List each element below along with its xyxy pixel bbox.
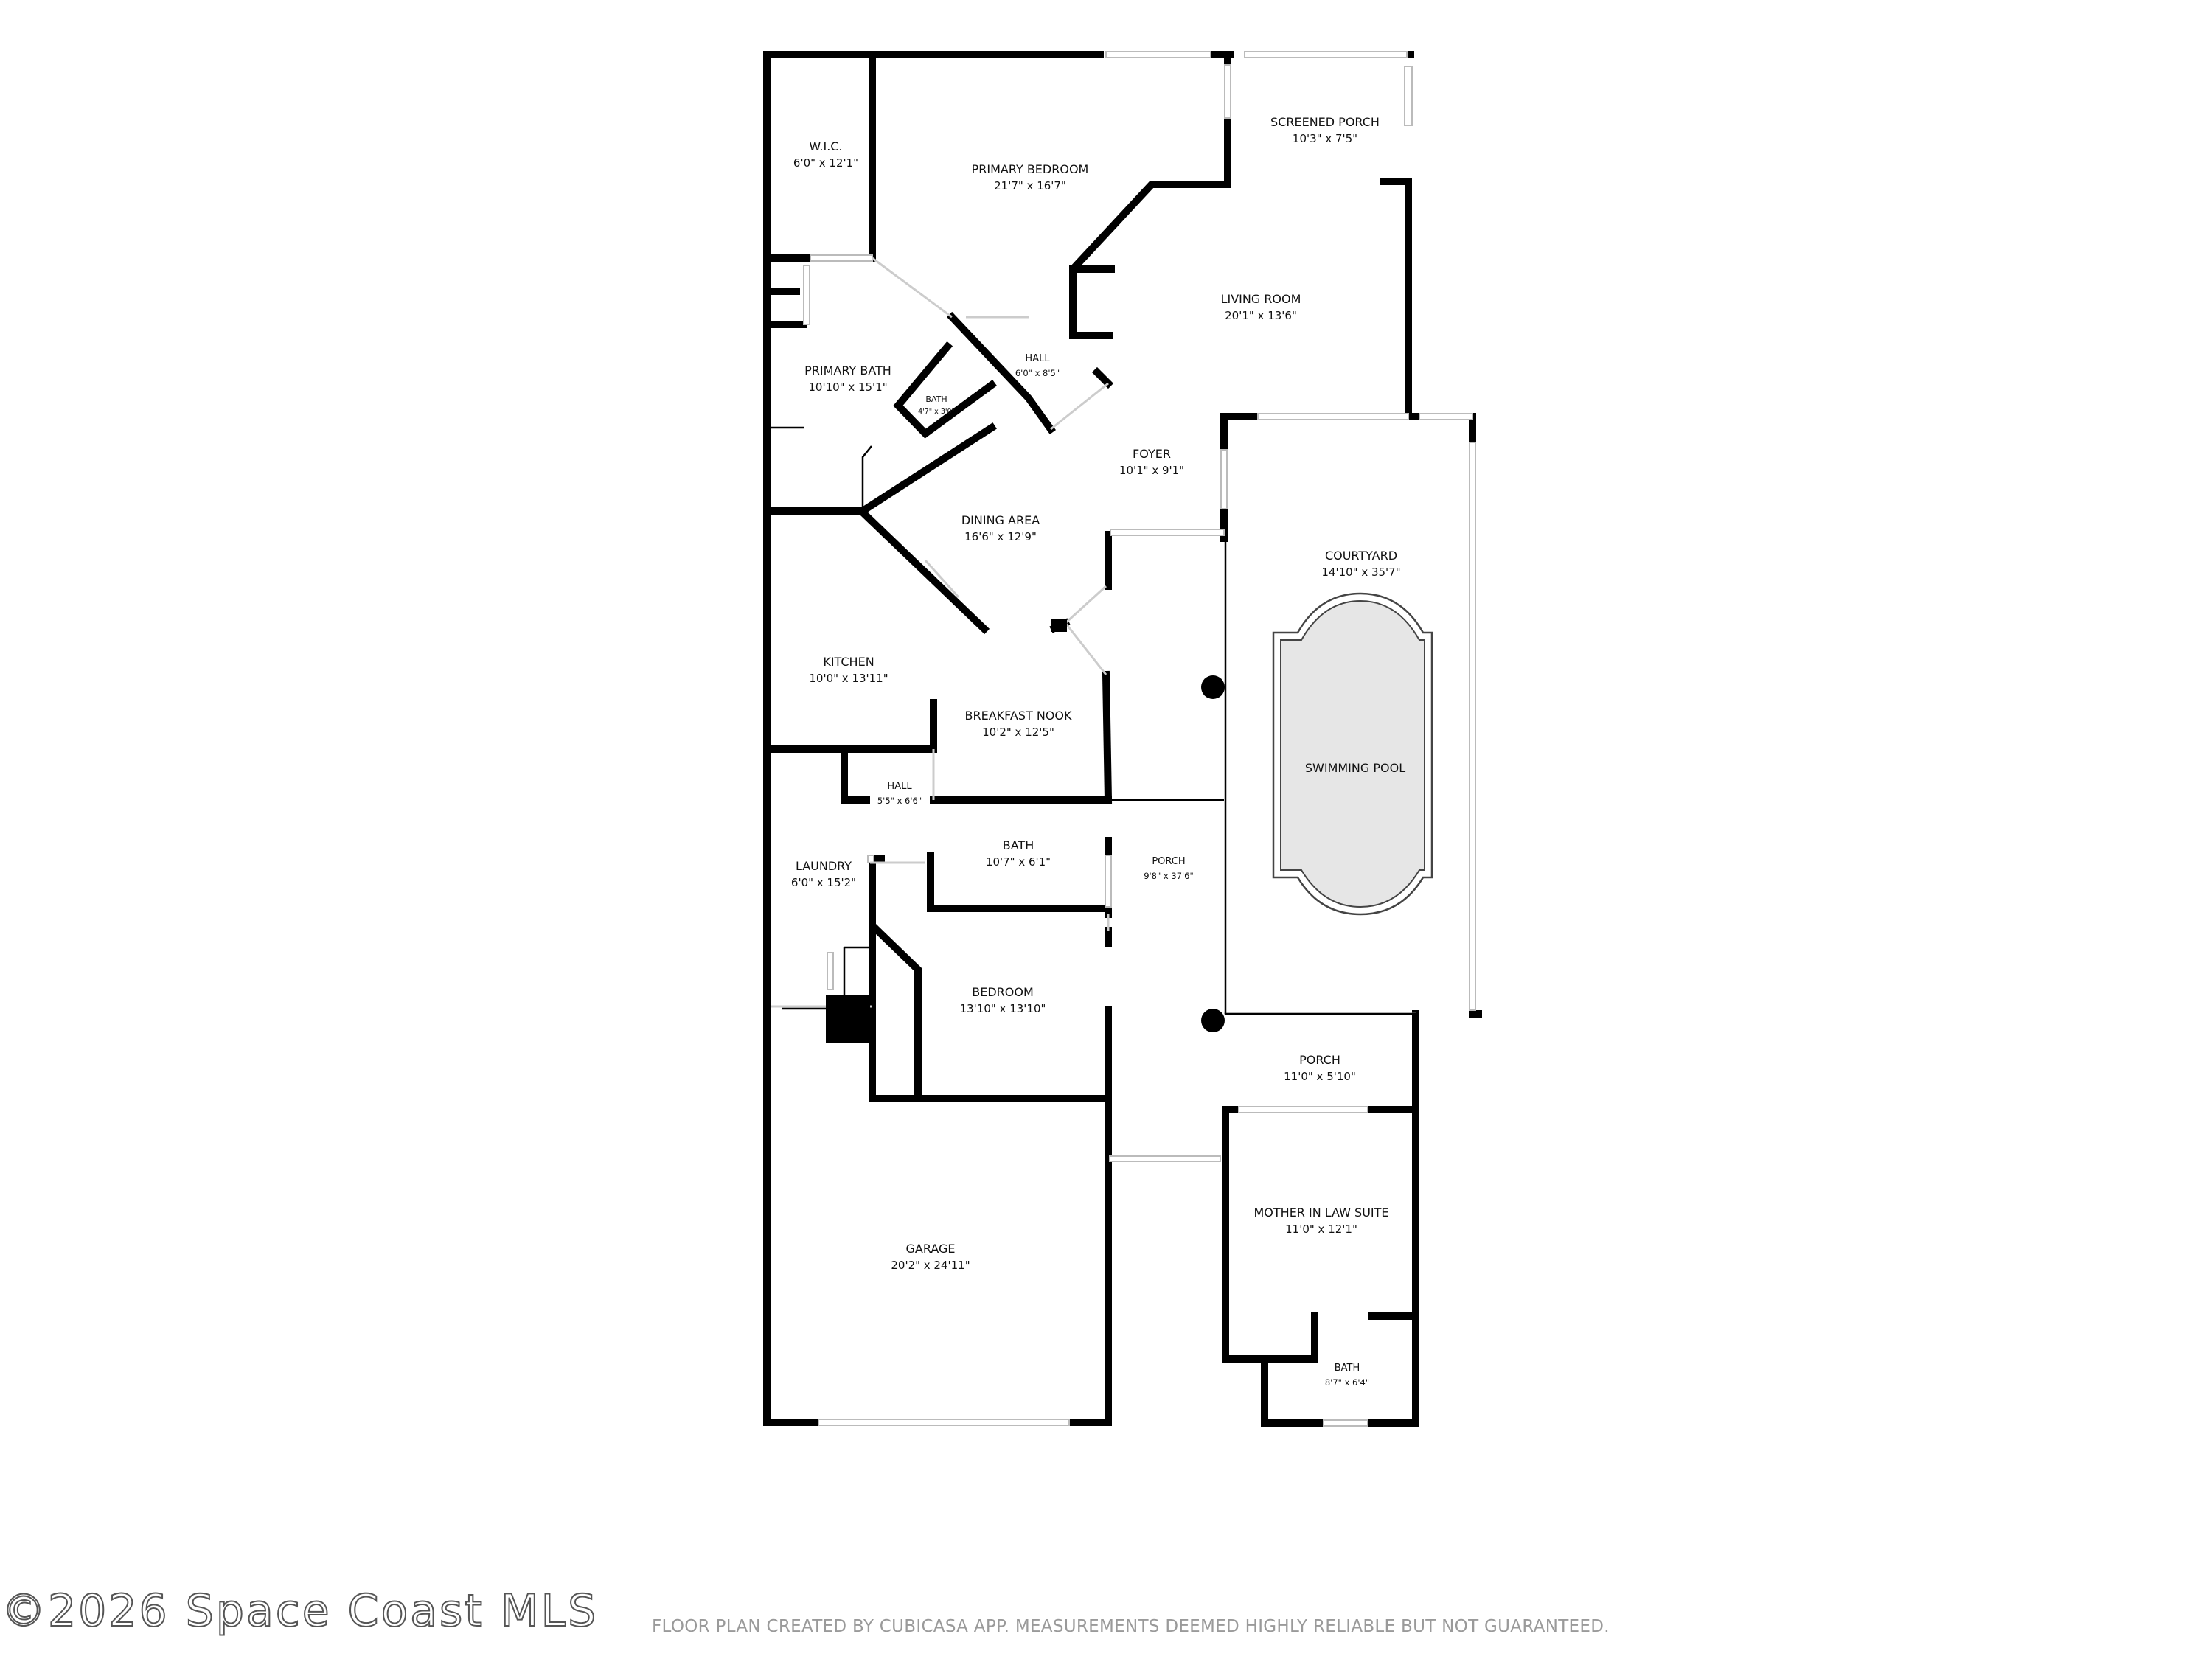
disclaimer: FLOOR PLAN CREATED BY CUBICASA APP. MEAS… [652, 1617, 1610, 1636]
room-dims: 6'0" x 12'1" [793, 156, 858, 170]
room-dims: 14'10" x 35'7" [1321, 566, 1400, 579]
room-laundry: LAUNDRY 6'0" x 15'2" [791, 859, 856, 889]
room-name: BATH [925, 394, 947, 404]
windows-and-openings [767, 51, 1476, 1427]
room-name: W.I.C. [809, 139, 842, 153]
room-name: BREAKFAST NOOK [965, 709, 1072, 723]
room-dims: 13'10" x 13'10" [960, 1002, 1046, 1015]
room-wic: W.I.C. 6'0" x 12'1" [793, 139, 858, 170]
room-dims: 6'0" x 15'2" [791, 876, 856, 889]
room-name: BEDROOM [972, 985, 1034, 999]
room-dims: 10'0" x 13'11" [809, 672, 888, 685]
room-dims: 16'6" x 12'9" [964, 530, 1037, 543]
room-name: KITCHEN [823, 655, 874, 669]
room-dims: 10'1" x 9'1" [1119, 464, 1184, 477]
room-name: PRIMARY BATH [804, 364, 891, 378]
room-living-room: LIVING ROOM 20'1" x 13'6" [1221, 292, 1301, 322]
room-name: FOYER [1133, 447, 1171, 461]
room-labels: W.I.C. 6'0" x 12'1" PRIMARY BEDROOM 21'7… [791, 115, 1401, 1388]
room-bath-small: BATH 4'7" x 3'0" [918, 394, 955, 416]
room-dims: 5'5" x 6'6" [877, 796, 922, 806]
room-name: GARAGE [906, 1242, 956, 1256]
room-name: BATH [1003, 838, 1034, 852]
room-name: COURTYARD [1325, 549, 1397, 563]
room-bath-2: BATH 10'7" x 6'1" [986, 838, 1051, 869]
room-name: PORCH [1299, 1053, 1340, 1067]
room-dims: 20'2" x 24'11" [891, 1259, 970, 1272]
room-dims: 11'0" x 5'10" [1284, 1070, 1356, 1083]
room-dims: 11'0" x 12'1" [1285, 1222, 1357, 1236]
room-foyer: FOYER 10'1" x 9'1" [1119, 447, 1184, 477]
room-hall-2: HALL 5'5" x 6'6" [877, 781, 922, 806]
room-garage: GARAGE 20'2" x 24'11" [891, 1242, 970, 1272]
room-dims: 10'3" x 7'5" [1293, 132, 1357, 145]
room-dims: 21'7" x 16'7" [994, 179, 1066, 192]
room-dining-area: DINING AREA 16'6" x 12'9" [961, 513, 1040, 543]
room-name: SCREENED PORCH [1270, 115, 1380, 129]
room-mother-in-law-suite: MOTHER IN LAW SUITE 11'0" x 12'1" [1253, 1206, 1388, 1236]
swimming-pool: SWIMMING POOL [1272, 592, 1433, 916]
room-bedroom: BEDROOM 13'10" x 13'10" [960, 985, 1046, 1015]
room-name: LIVING ROOM [1221, 292, 1301, 306]
room-name: HALL [1025, 353, 1050, 364]
room-dims: 6'0" x 8'5" [1015, 368, 1060, 378]
room-name: PORCH [1152, 856, 1185, 867]
room-dims: 10'2" x 12'5" [982, 726, 1054, 739]
room-kitchen: KITCHEN 10'0" x 13'11" [809, 655, 888, 685]
watermark: ©2026 Space Coast MLS [1, 1585, 599, 1638]
room-dims: 10'7" x 6'1" [986, 855, 1051, 869]
room-name: HALL [887, 781, 912, 792]
room-name: BATH [1335, 1363, 1360, 1374]
room-breakfast-nook: BREAKFAST NOOK 10'2" x 12'5" [965, 709, 1072, 739]
pool-label: SWIMMING POOL [1305, 761, 1405, 775]
room-porch-1: PORCH 9'8" x 37'6" [1144, 856, 1194, 881]
room-name: PRIMARY BEDROOM [972, 162, 1089, 176]
room-dims: 10'10" x 15'1" [808, 380, 887, 394]
room-screened-porch: SCREENED PORCH 10'3" x 7'5" [1270, 115, 1380, 145]
room-courtyard: COURTYARD 14'10" x 35'7" [1321, 549, 1400, 579]
room-dims: 8'7" x 6'4" [1325, 1377, 1369, 1388]
room-name: MOTHER IN LAW SUITE [1253, 1206, 1388, 1220]
room-dims: 20'1" x 13'6" [1225, 309, 1297, 322]
room-primary-bedroom: PRIMARY BEDROOM 21'7" x 16'7" [972, 162, 1089, 192]
room-dims: 4'7" x 3'0" [918, 408, 955, 416]
room-dims: 9'8" x 37'6" [1144, 871, 1194, 881]
room-bath-3: BATH 8'7" x 6'4" [1325, 1363, 1369, 1388]
room-porch-2: PORCH 11'0" x 5'10" [1284, 1053, 1356, 1083]
room-primary-bath: PRIMARY BATH 10'10" x 15'1" [804, 364, 891, 394]
room-name: LAUNDRY [796, 859, 852, 873]
room-name: DINING AREA [961, 513, 1040, 527]
room-hall-1: HALL 6'0" x 8'5" [1015, 353, 1060, 378]
